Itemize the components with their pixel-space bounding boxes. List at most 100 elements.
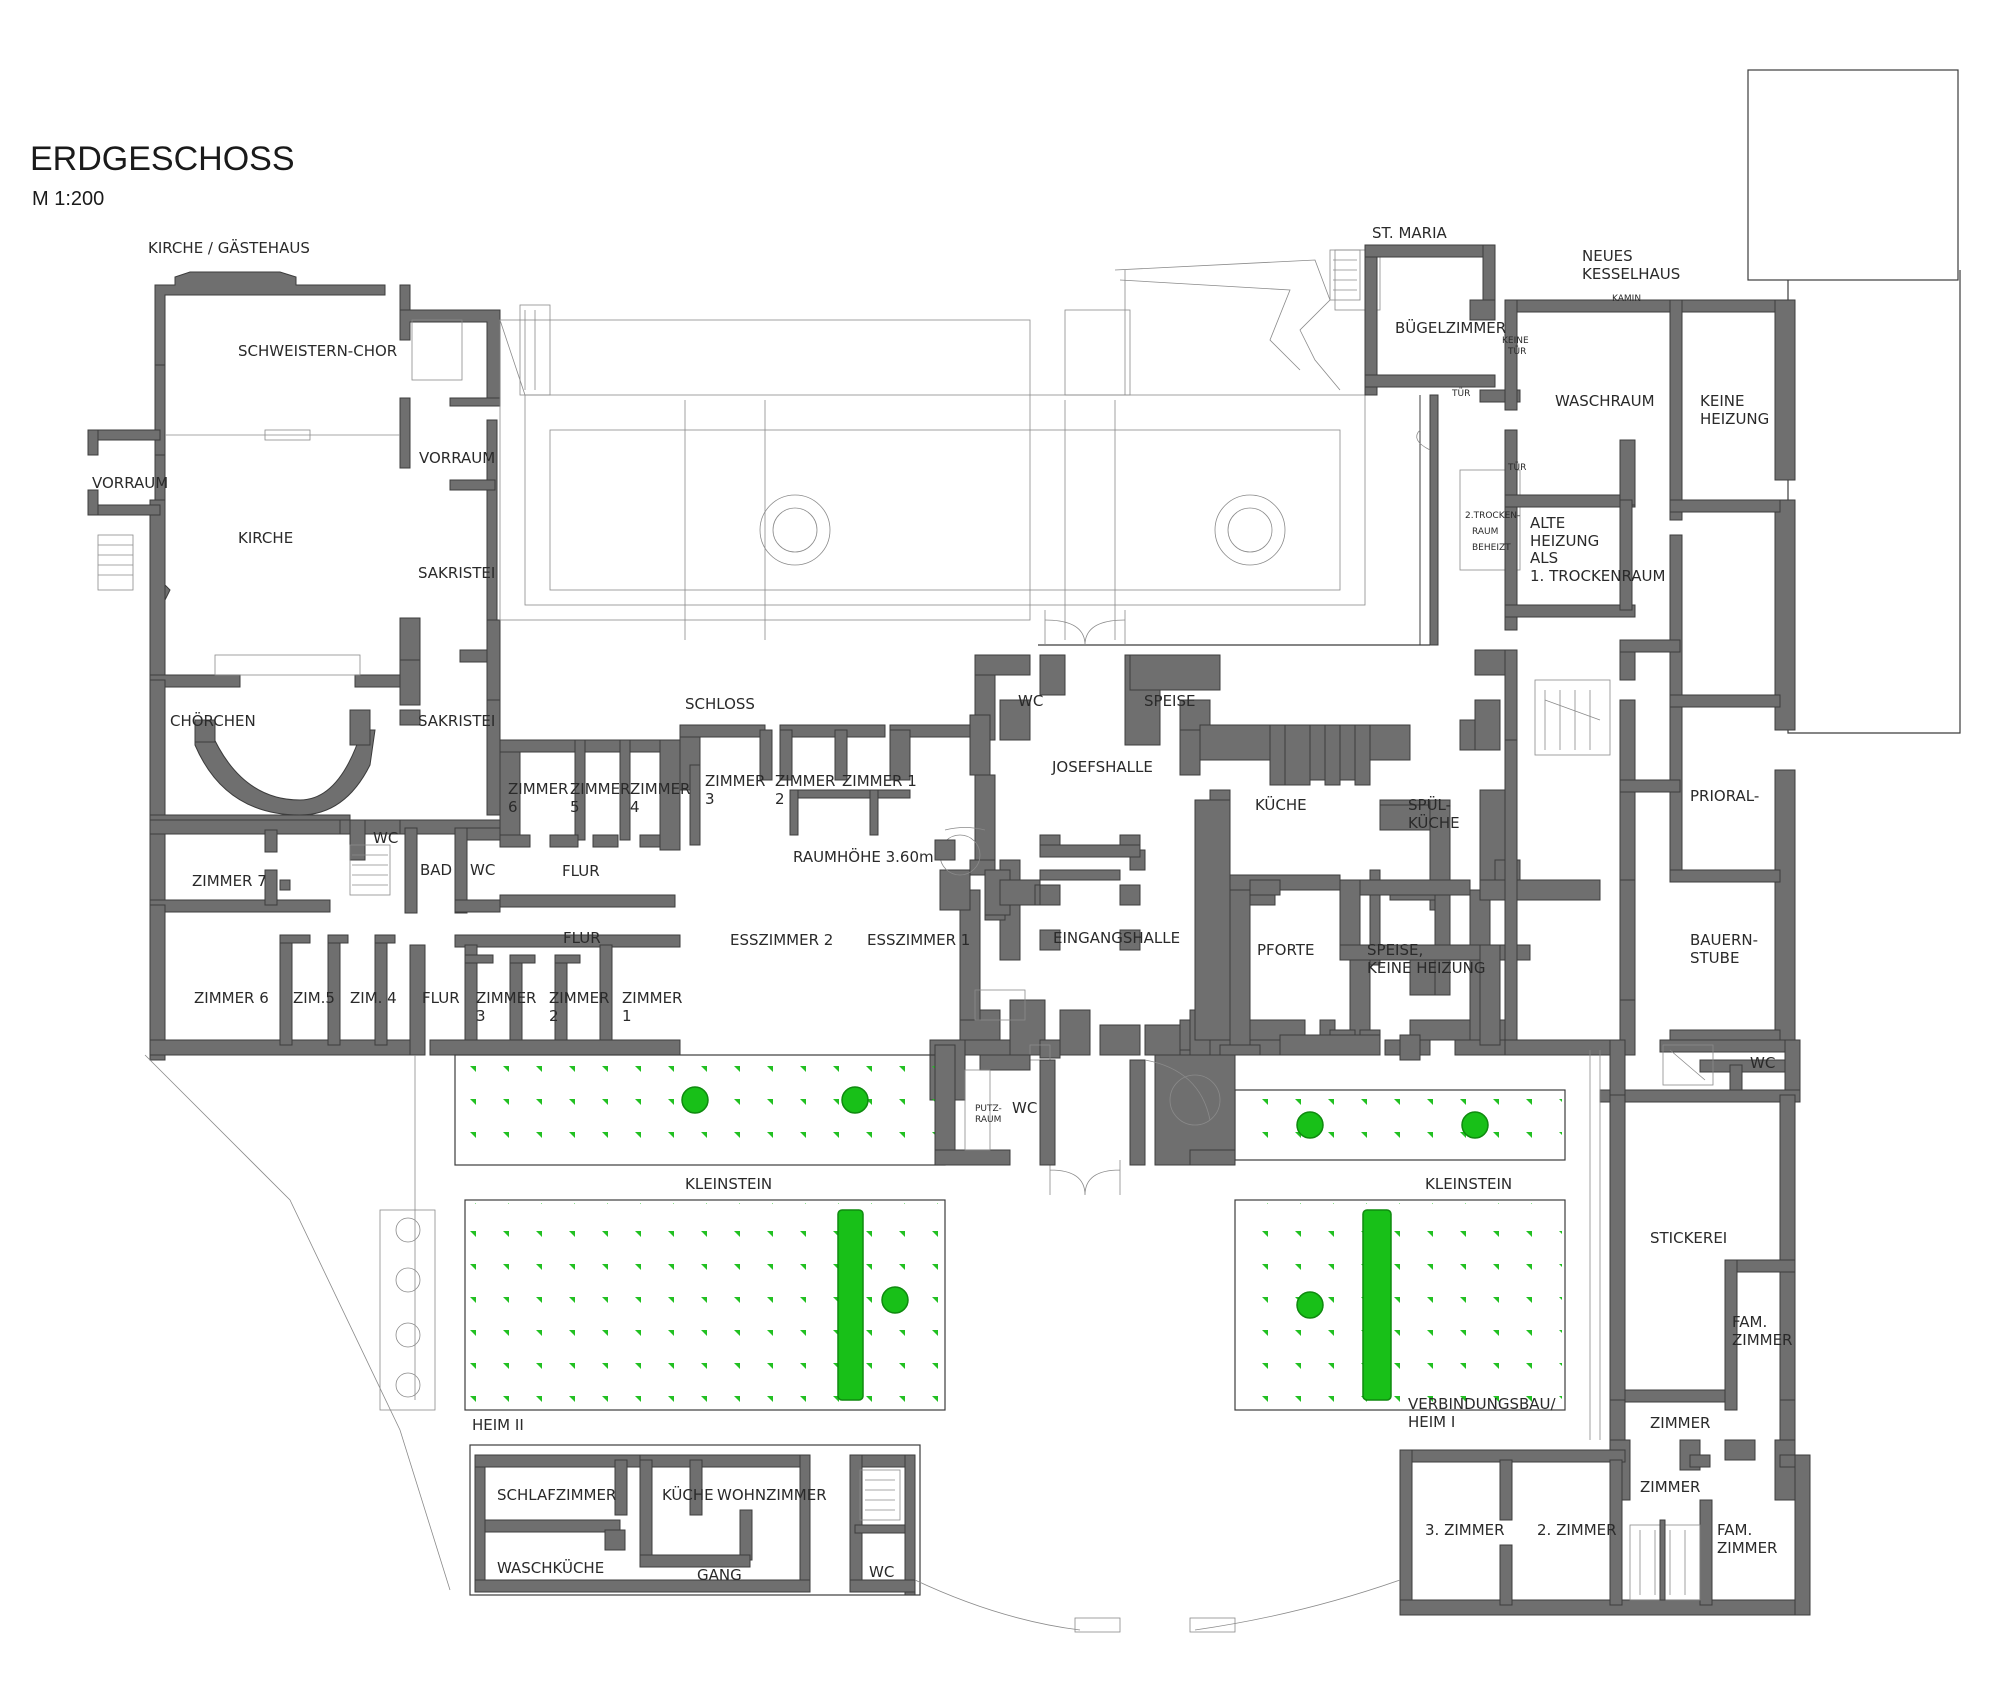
label-raumhoehe: RAUMHÖHE 3.60m (793, 847, 934, 866)
label-zimmer-2-sb: 2 (549, 1007, 559, 1025)
label-keine-tuer-b: TÜR (1507, 346, 1526, 357)
label-zimmer-3-a: ZIMMER (705, 772, 765, 790)
label-keine-heizung-b: HEIZUNG (1700, 410, 1769, 428)
label-wc-4: WC (1012, 1099, 1037, 1117)
label-zimmer-1: ZIMMER 1 (842, 772, 917, 790)
label-2-trockenraum-b: RAUM (1472, 527, 1498, 537)
label-1-trockenraum: 1. TROCKENRAUM (1530, 567, 1665, 585)
label-schloss: SCHLOSS (685, 695, 755, 713)
annex-box-side (1787, 270, 1961, 734)
label-zimmer-4-a: ZIMMER (630, 780, 690, 798)
label-keine-tuer-a: KEINE (1502, 336, 1529, 346)
label-flur-3: FLUR (422, 989, 460, 1007)
label-heim-ii: HEIM II (472, 1416, 524, 1434)
label-fam-zimmer-2b: ZIMMER (1717, 1539, 1777, 1557)
plan-scale: M 1:200 (32, 188, 104, 210)
room-labels: KIRCHE / GÄSTEHAUS SCHWEISTERN-CHOR VORR… (92, 224, 1792, 1584)
label-flur-1: FLUR (562, 862, 600, 880)
label-fam-zimmer-1a: FAM. (1732, 1313, 1767, 1331)
label-3-zimmer: 3. ZIMMER (1425, 1521, 1505, 1539)
label-keine-heizung-a: KEINE (1700, 392, 1744, 410)
label-flur-2: FLUR (563, 929, 601, 947)
label-zimmer-3-sb: 3 (476, 1007, 486, 1025)
label-zimmer-6-b: 6 (508, 798, 518, 816)
label-gang: GANG (697, 1566, 742, 1584)
label-kesselhaus: KESSELHAUS (1582, 265, 1680, 283)
label-josefshalle: JOSEFSHALLE (1051, 758, 1153, 776)
courtyard (499, 249, 1521, 646)
label-waschraum: WASCHRAUM (1555, 392, 1655, 410)
label-speise-keine-a: SPEISE, (1367, 941, 1423, 959)
label-wc-1: WC (373, 829, 398, 847)
label-alte: ALTE (1530, 514, 1565, 532)
plan-title: ERDGESCHOSS (30, 140, 295, 178)
label-stickerei: STICKEREI (1650, 1229, 1727, 1247)
label-zimmer-5-a: ZIMMER (570, 780, 630, 798)
east-wing (1504, 299, 1801, 1501)
label-tuer-1: TÜR (1451, 388, 1470, 399)
label-eingangshalle: EINGANGSHALLE (1053, 929, 1180, 947)
central-block (679, 639, 1636, 1101)
label-speise-keine-b: KEINE HEIZUNG (1367, 959, 1485, 977)
label-2-trockenraum-a: 2.TROCKEN- (1465, 511, 1520, 521)
label-schweistern-chor: SCHWEISTERN-CHOR (238, 342, 397, 360)
label-kleinstein-east: KLEINSTEIN (1425, 1175, 1512, 1193)
label-2-zimmer: 2. ZIMMER (1537, 1521, 1617, 1539)
label-schlafzimmer: SCHLAFZIMMER (497, 1486, 616, 1504)
label-zim-5: ZIM.5 (293, 989, 335, 1007)
label-zimmer-e1: ZIMMER (1650, 1414, 1710, 1432)
label-kirche-gaestehaus: KIRCHE / GÄSTEHAUS (148, 238, 310, 257)
label-choerchen: CHÖRCHEN (170, 711, 256, 730)
gardens (144, 1044, 1601, 1633)
label-sakristei-2: SAKRISTEI (418, 712, 495, 730)
label-bad: BAD (420, 861, 452, 879)
label-2-trockenraum-c: BEHEIZT (1472, 543, 1511, 553)
label-zimmer-3-b: 3 (705, 790, 715, 808)
label-kueche-heim: KÜCHE (662, 1485, 714, 1504)
label-zimmer-6: ZIMMER 6 (194, 989, 269, 1007)
label-spuel-a: SPÜL- (1408, 795, 1451, 814)
label-esszimmer-2: ESSZIMMER 2 (730, 931, 833, 949)
label-fam-zimmer-1b: ZIMMER (1732, 1331, 1792, 1349)
label-zimmer-1-sb: 1 (622, 1007, 632, 1025)
label-wc-heim: WC (869, 1563, 894, 1581)
label-zimmer-2-sa: ZIMMER (549, 989, 609, 1007)
label-zim-4: ZIM. 4 (350, 989, 397, 1007)
label-vorraum-west: VORRAUM (92, 474, 168, 492)
label-pforte: PFORTE (1257, 941, 1314, 959)
label-zimmer-2-b: 2 (775, 790, 785, 808)
label-als: ALS (1530, 549, 1558, 567)
label-tuer-2: TÜR (1507, 462, 1526, 473)
label-verbindungsbau: VERBINDUNGSBAU/ (1408, 1395, 1557, 1413)
label-zimmer-6-a: ZIMMER (508, 780, 568, 798)
label-buegelzimmer: BÜGELZIMMER (1395, 318, 1506, 337)
label-wohnzimmer: WOHNZIMMER (717, 1486, 827, 1504)
label-wc-2: WC (470, 861, 495, 879)
label-bauernstube-a: BAUERN- (1690, 931, 1758, 949)
label-zimmer-3-sa: ZIMMER (476, 989, 536, 1007)
label-putzraum-a: PUTZ- (975, 1104, 1002, 1114)
label-st-maria: ST. MARIA (1372, 224, 1447, 242)
label-zimmer-2-a: ZIMMER (775, 772, 835, 790)
label-putzraum-b: RAUM (975, 1115, 1001, 1125)
label-spuel-b: KÜCHE (1408, 813, 1460, 832)
label-prioral: PRIORAL- (1690, 787, 1759, 805)
heim-ii-block (469, 1444, 921, 1596)
label-bauernstube-b: STUBE (1690, 949, 1739, 967)
label-sakristei-1: SAKRISTEI (418, 564, 495, 582)
label-zimmer-7: ZIMMER 7 (192, 872, 267, 890)
label-speise: SPEISE (1144, 692, 1195, 710)
label-zimmer-e2: ZIMMER (1640, 1478, 1700, 1496)
label-heizung: HEIZUNG (1530, 532, 1599, 550)
annex-box-top (1747, 69, 1959, 281)
label-vorraum: VORRAUM (419, 449, 495, 467)
label-fam-zimmer-2a: FAM. (1717, 1521, 1752, 1539)
label-wc-5: WC (1750, 1054, 1775, 1072)
label-kueche: KÜCHE (1255, 795, 1307, 814)
label-wc-3: WC (1018, 692, 1043, 710)
label-zimmer-4-b: 4 (630, 798, 640, 816)
west-wing (149, 739, 681, 1061)
label-kamin: KAMIN (1612, 294, 1641, 304)
label-esszimmer-1: ESSZIMMER 1 (867, 931, 970, 949)
